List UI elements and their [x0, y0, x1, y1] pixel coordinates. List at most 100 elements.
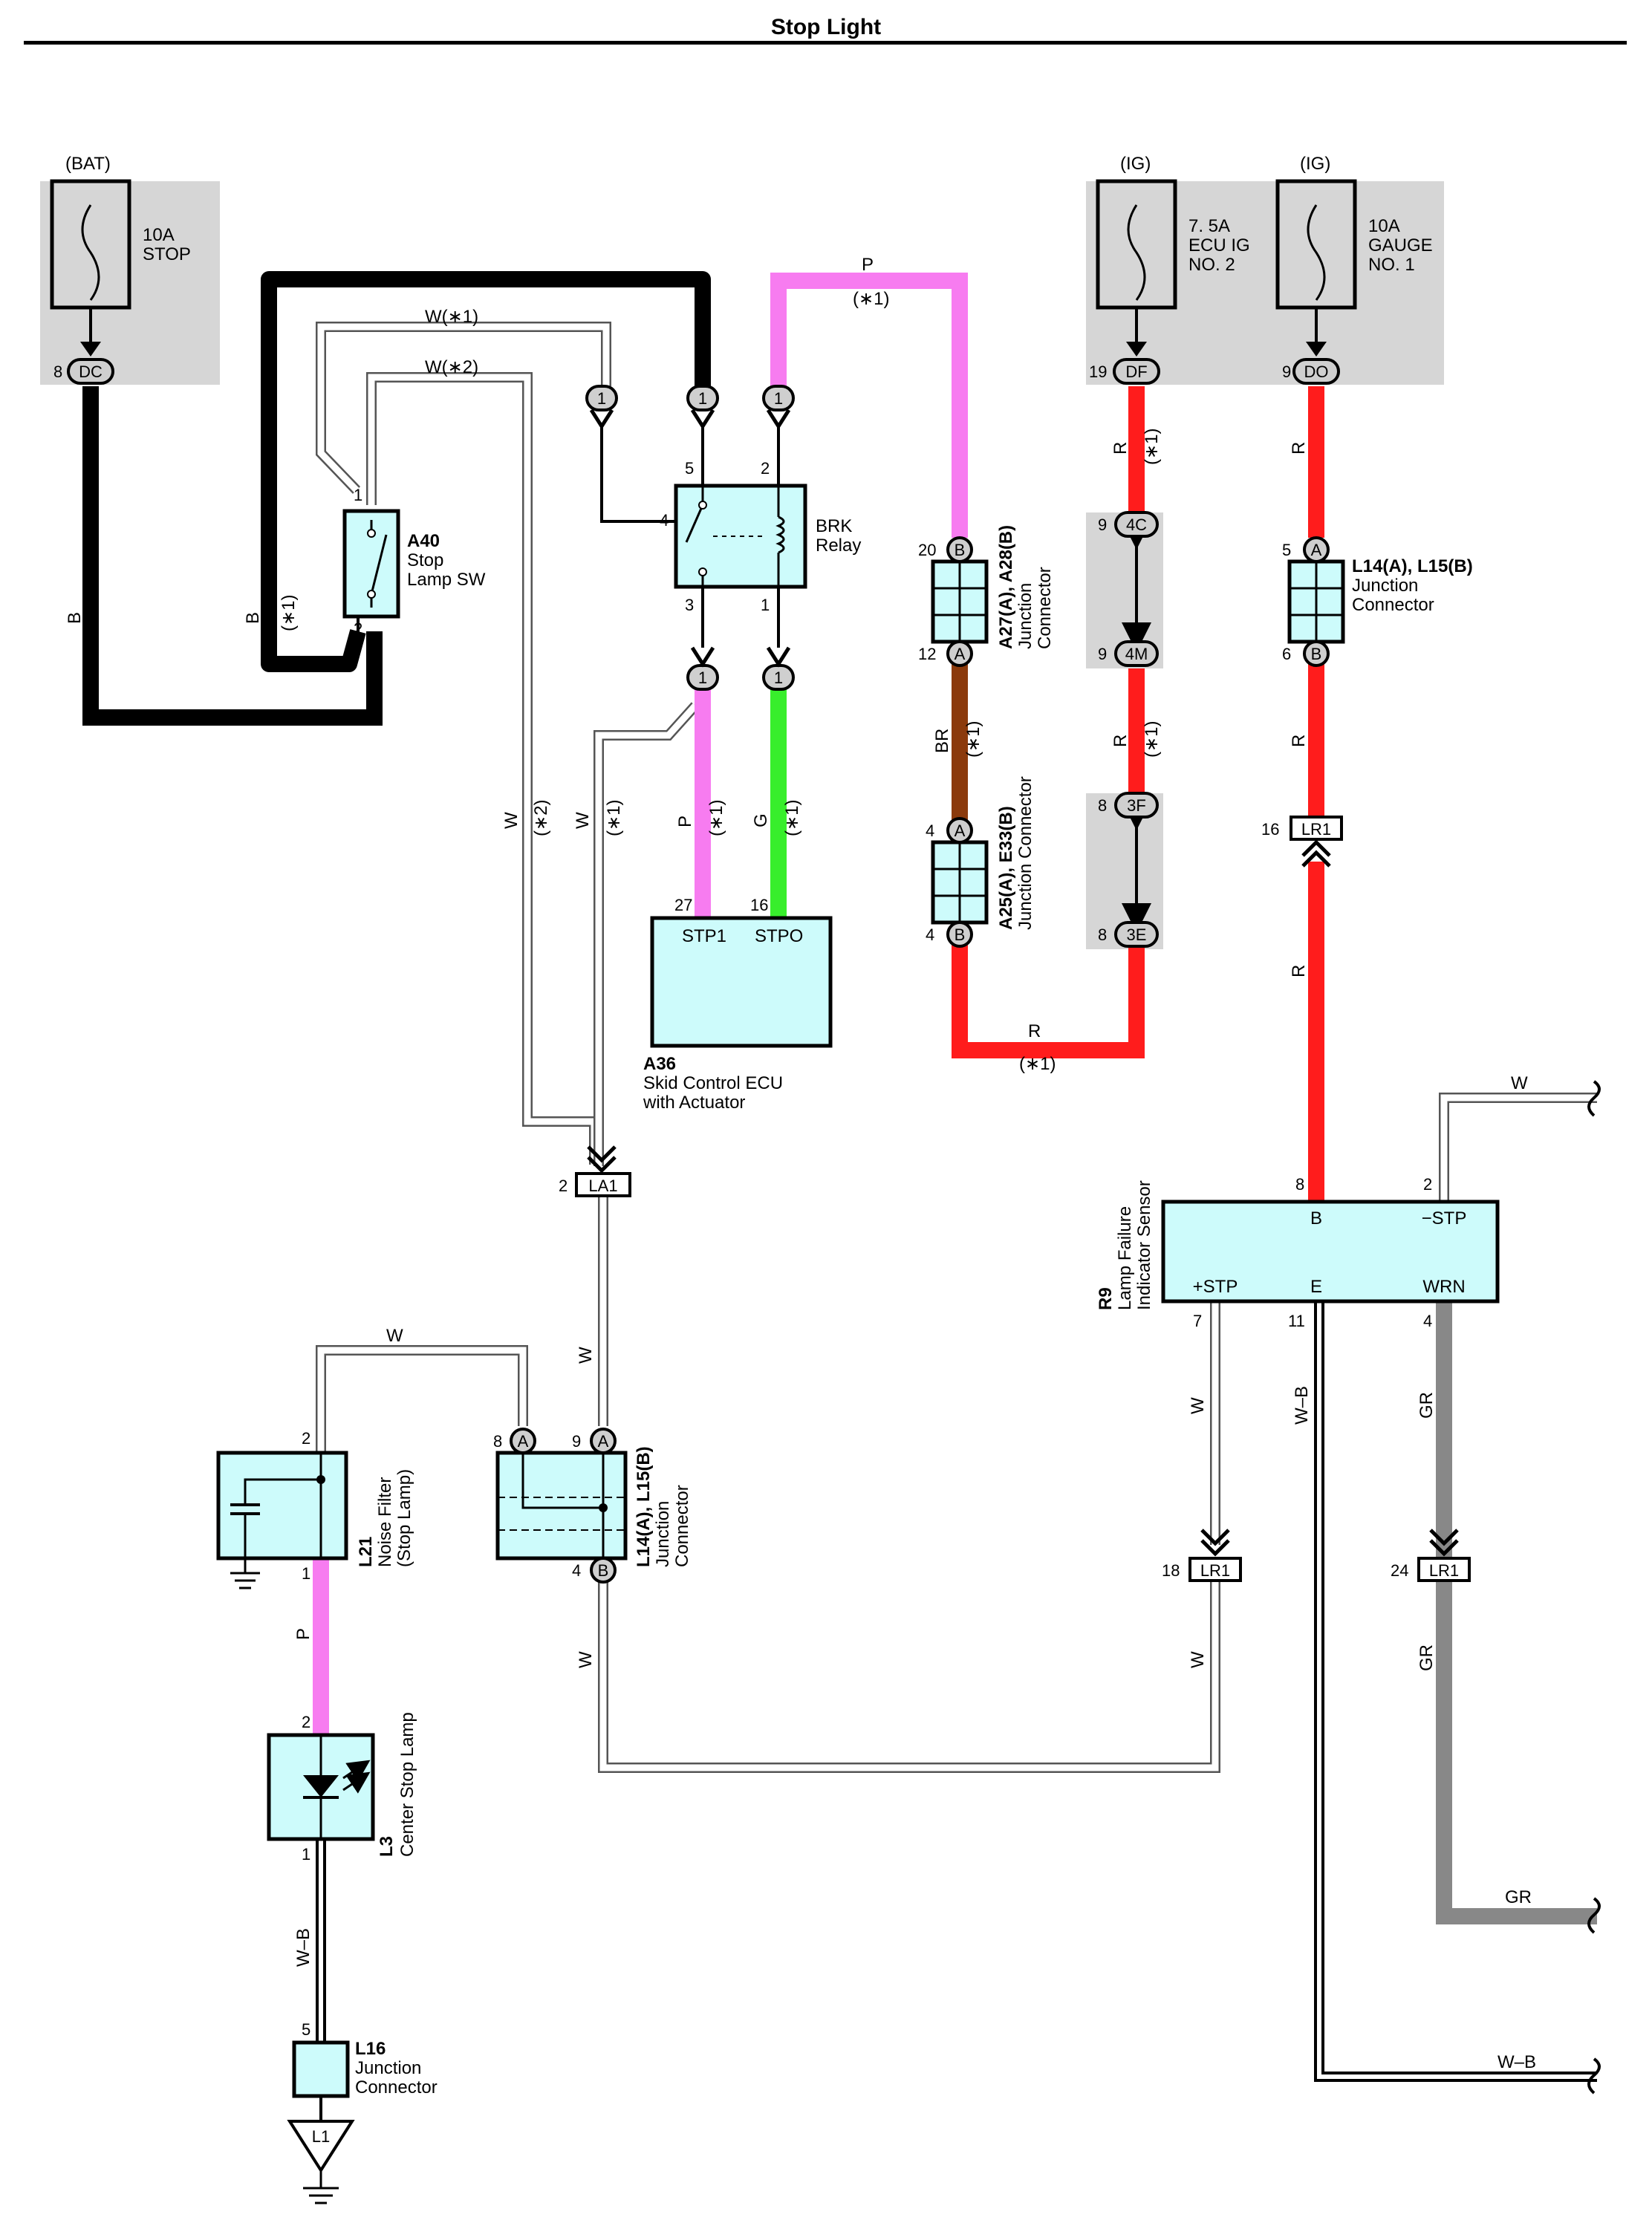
inline-la1-label: LA1 [588, 1177, 617, 1195]
conn-4c-label: 4C [1126, 515, 1147, 534]
sw-id: A40 [407, 531, 440, 551]
jc-l14r-badge-top: A [1311, 541, 1322, 559]
conn-do-label: DO [1304, 362, 1329, 381]
conn-4c [1114, 511, 1159, 538]
page-title: Stop Light [771, 15, 881, 39]
jc-a27-name1: Junction [1015, 583, 1035, 649]
inline-lr1-top-label: LR1 [1301, 820, 1331, 839]
l16-name2: Connector [355, 2077, 438, 2098]
wire-w-mstp-outline [1439, 1093, 1597, 1200]
wire-w-mstp-fill [1440, 1094, 1597, 1200]
sw-pin1: 1 [354, 486, 362, 504]
label-r-do: R [1289, 442, 1309, 455]
label-star1-p-ecu: (∗1) [706, 800, 726, 836]
ecu-term-stpo: STPO [755, 926, 803, 946]
wire-w-relay3-fill [595, 703, 698, 1166]
sw-name2: Lamp SW [407, 570, 486, 590]
label-star2-w: (∗2) [531, 800, 551, 836]
sensor-term-e: E [1310, 1277, 1322, 1297]
jc-a27-pin-bot: 12 [918, 645, 936, 663]
l16-name1: Junction [355, 2058, 421, 2078]
sw-name1: Stop [407, 550, 443, 570]
label-star1-g: (∗1) [782, 800, 802, 836]
title-rule [24, 41, 1627, 45]
relay-p2: 2 [761, 459, 770, 478]
fuse-gauge [1275, 179, 1357, 357]
jc-a27-badge-bot: A [955, 645, 966, 663]
wire-w-lr1-fill [599, 1560, 1219, 1771]
jc-l14-right [1287, 536, 1345, 667]
relay-conn-bot-left-label: 1 [698, 668, 707, 687]
wire-w1-outline [316, 322, 611, 494]
label-g-ecu: G [751, 813, 771, 827]
jc-a27-badge-top: B [955, 541, 966, 559]
label-wb-lamp: W–B [293, 1928, 313, 1967]
inline-lr1-gr-pin: 24 [1391, 1561, 1408, 1580]
conn-do-pin: 9 [1282, 362, 1291, 381]
sensor-name2: Indicator Sensor [1134, 1180, 1154, 1310]
conn-3e-pin: 8 [1098, 925, 1107, 944]
jc-l14l-name1: Junction [653, 1501, 673, 1567]
jc-l14-left [495, 1428, 628, 1584]
jc-l14r-badge-bot: B [1311, 645, 1322, 663]
fuse-stop-rating: 10A [143, 225, 175, 245]
label-b-1: B [65, 612, 85, 624]
wire-b-relay [261, 271, 711, 672]
wire-gr [1436, 1301, 1597, 1924]
fuse-stop [50, 179, 131, 357]
label-w-relay: W [573, 812, 593, 829]
jc-l14r-pin-bot: 6 [1282, 645, 1291, 663]
relay-p3: 3 [685, 596, 694, 614]
conn-dc-pin: 8 [53, 362, 62, 381]
fuse-ig1-name1: ECU IG [1188, 235, 1250, 256]
sensor-term-b: B [1310, 1208, 1322, 1228]
jc-l14r-pin-top: 5 [1282, 541, 1291, 559]
fuse-ig2-rating: 10A [1368, 216, 1400, 236]
inline-lr1-w [1188, 1529, 1242, 1582]
inline-lr1-top [1290, 816, 1343, 868]
inline-lr1-w-pin: 18 [1162, 1561, 1180, 1580]
conn-4m-label: 4M [1125, 645, 1148, 663]
relay-conn-bot-left [686, 646, 719, 691]
conn-df-pin: 19 [1089, 362, 1107, 381]
label-p-top: P [862, 255, 874, 275]
wire-w-lr1-outline [598, 1560, 1220, 1773]
skid-control-ecu [650, 916, 833, 1048]
conn-4m [1114, 640, 1159, 667]
sensor-p8: 8 [1295, 1175, 1304, 1194]
relay-conn-top-right-label: 1 [774, 389, 783, 408]
wire-break-gr [1587, 1897, 1601, 1934]
conn-df-label: DF [1125, 362, 1147, 381]
sensor-name1: Lamp Failure [1115, 1206, 1135, 1310]
lamp-p2: 2 [302, 1713, 310, 1731]
sensor-p11: 11 [1288, 1312, 1305, 1330]
jc-a25-id: A25(A), E33(B) [996, 806, 1016, 930]
conn-3f [1114, 792, 1159, 819]
wire-wb-e-outline [1314, 1301, 1597, 2082]
ig1-label: (IG) [1120, 154, 1151, 174]
inline-lr1-top-pin: 16 [1261, 820, 1279, 839]
lamp-p1: 1 [302, 1845, 310, 1864]
relay-conn-top-left-label: 1 [597, 389, 606, 408]
label-p-ecu: P [675, 816, 695, 827]
jc-a25-badge-bot: B [955, 925, 966, 944]
l16-pin: 5 [302, 2020, 310, 2039]
filter-name2: (Stop Lamp) [394, 1469, 414, 1567]
label-star1-w: (∗1) [604, 800, 624, 836]
filter-id: L21 [356, 1537, 376, 1567]
jc-l14l-pin-a: 8 [493, 1432, 502, 1451]
lamp-failure-sensor [1161, 1200, 1500, 1304]
ecu-pin-16: 16 [750, 896, 768, 914]
label-r-loop: R [1028, 1021, 1041, 1041]
jc-l14l-badge-b: A [598, 1432, 609, 1451]
ig-fuse-shade [1086, 181, 1444, 385]
ecu-name2: with Actuator [643, 1093, 745, 1113]
conn-4m-pin: 9 [1098, 645, 1107, 663]
jc-a25-pin-bot: 4 [926, 925, 934, 944]
jc-l14l-pin-b: 9 [572, 1432, 581, 1451]
sensor-term-mstp: −STP [1422, 1208, 1467, 1228]
conn-3f-pin: 8 [1098, 796, 1107, 815]
sensor-term-wrn: WRN [1422, 1277, 1465, 1297]
label-r-sensor: R [1289, 965, 1309, 977]
